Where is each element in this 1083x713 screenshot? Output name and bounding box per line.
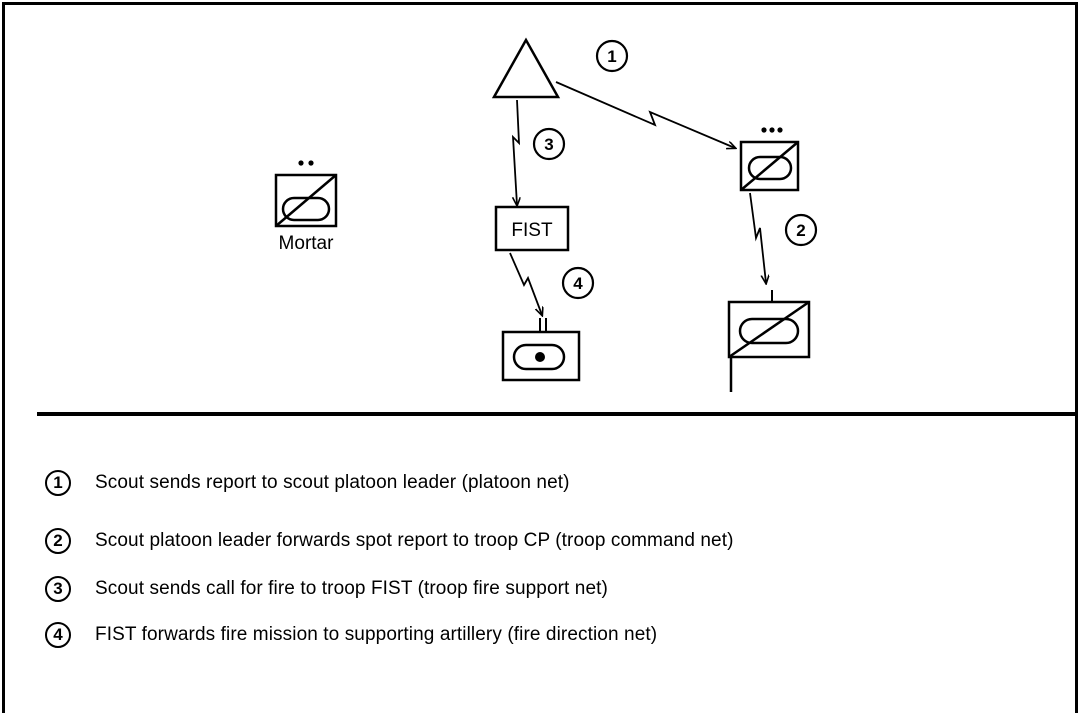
platoon-leader-symbol	[739, 127, 800, 192]
arrow-3-radio	[513, 99, 519, 205]
scout-triangle-symbol	[491, 37, 561, 99]
legend-item-4: 4 FIST forwards fire mission to supporti…	[45, 617, 657, 653]
legend-number-2: 2	[45, 528, 71, 554]
artillery-unit-symbol	[501, 318, 581, 382]
svg-text:3: 3	[544, 135, 553, 154]
svg-text:1: 1	[607, 47, 616, 66]
mortar-unit-symbol	[274, 160, 338, 228]
legend-text-3: Scout sends call for fire to troop FIST …	[95, 578, 608, 599]
callout-2: 2	[784, 213, 818, 247]
legend-text-4: FIST forwards fire mission to supporting…	[95, 624, 658, 645]
legend-item-2: 2 Scout platoon leader forwards spot rep…	[45, 523, 734, 559]
legend-item-1: 1 Scout sends report to scout platoon le…	[45, 465, 570, 501]
callout-3: 3	[532, 127, 566, 161]
legend-text-1: Scout sends report to scout platoon lead…	[95, 472, 570, 493]
legend-number-3: 3	[45, 576, 71, 602]
svg-text:2: 2	[796, 221, 805, 240]
arrow-4-radio	[509, 252, 542, 315]
arrow-2-radio	[749, 192, 766, 283]
arrow-1-radio	[555, 81, 735, 148]
legend-number-4: 4	[45, 622, 71, 648]
callout-4: 4	[561, 266, 595, 300]
mortar-label: Mortar	[279, 233, 335, 254]
troop-cp-flag-symbol	[727, 290, 811, 392]
callout-1: 1	[595, 39, 629, 73]
svg-text:4: 4	[573, 274, 583, 293]
fist-box	[494, 205, 570, 252]
legend-number-1: 1	[45, 470, 71, 496]
fist-label: FIST	[511, 220, 553, 241]
legend-item-3: 3 Scout sends call for fire to troop FIS…	[45, 571, 608, 607]
legend-text-2: Scout platoon leader forwards spot repor…	[95, 530, 734, 551]
